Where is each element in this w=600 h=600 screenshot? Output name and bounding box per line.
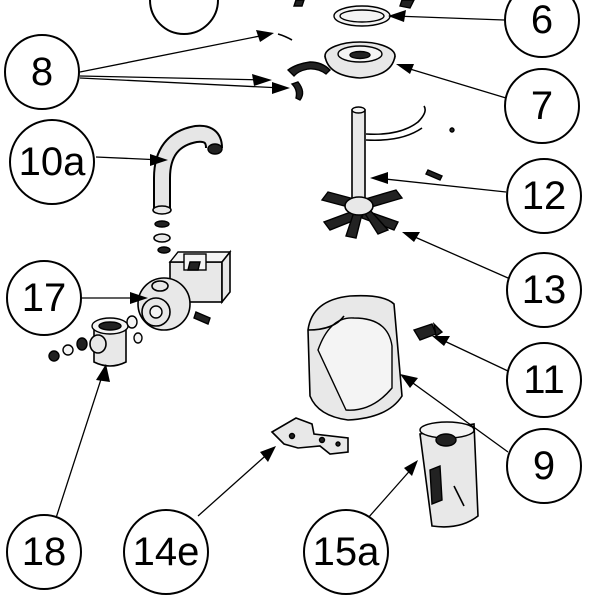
callout-15a-label: 15a [313, 530, 380, 574]
top-partial-callout [149, 0, 219, 35]
leader-13 [402, 232, 509, 279]
callout-10a-label: 10a [19, 140, 86, 184]
callout-12: 12 [506, 158, 582, 234]
leader-6 [388, 10, 505, 22]
part-10a-hose [152, 124, 223, 254]
callout-14e-label: 14e [133, 530, 200, 574]
part-15a-container [419, 421, 479, 528]
callout-6-label: 6 [531, 0, 553, 42]
leader-9 [400, 374, 509, 453]
top-fasteners [293, 0, 415, 9]
part-11-handle [412, 321, 444, 341]
part-6-o-ring [333, 5, 391, 27]
callout-10a: 10a [9, 119, 95, 205]
leader-10a [95, 154, 168, 166]
part-18-filter-housing [48, 315, 143, 367]
leader-7 [396, 64, 507, 99]
leader-8 [79, 30, 290, 94]
leader-11 [432, 336, 511, 373]
callout-8-label: 8 [31, 50, 53, 94]
part-8-clips [277, 33, 331, 101]
leader-14e [197, 446, 276, 517]
part-7-seal-cup [324, 41, 396, 79]
callout-17-label: 17 [22, 276, 67, 320]
callout-11-label: 11 [523, 358, 565, 402]
callout-14e: 14e [123, 509, 209, 595]
leader-17 [80, 292, 148, 304]
callout-9: 9 [506, 428, 582, 504]
callout-6: 6 [504, 0, 580, 58]
callout-15a: 15a [303, 509, 389, 595]
callout-18-label: 18 [22, 530, 67, 574]
leader-12 [370, 172, 507, 193]
leader-18 [55, 364, 110, 519]
callout-13-label: 13 [522, 268, 567, 312]
callout-7-label: 7 [531, 84, 553, 128]
callout-11: 11 [506, 342, 582, 418]
part-12-shaft [351, 105, 455, 203]
part-17-pump [137, 249, 232, 331]
part-13-impeller [320, 189, 404, 239]
callout-18: 18 [6, 514, 82, 590]
callout-7: 7 [504, 68, 580, 144]
callout-12-label: 12 [522, 174, 567, 218]
callout-17: 17 [6, 260, 82, 336]
part-9-housing [307, 294, 403, 421]
callout-8: 8 [4, 34, 80, 110]
leader-15a [367, 460, 418, 519]
callout-13: 13 [506, 252, 582, 328]
part-14e-bracket [270, 417, 349, 455]
callout-9-label: 9 [533, 444, 555, 488]
